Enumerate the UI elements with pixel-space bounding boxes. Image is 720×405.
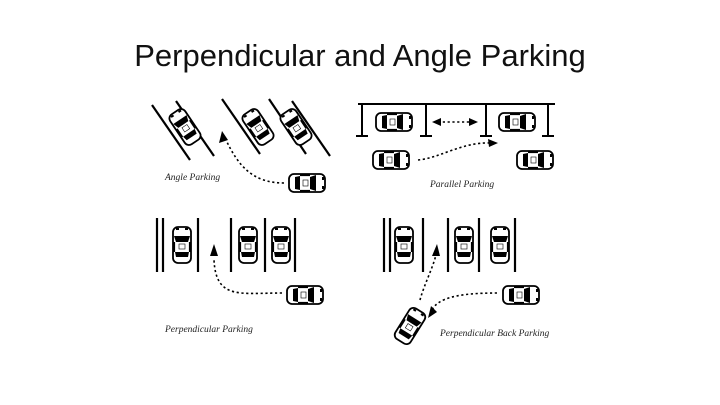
back-parked-car — [394, 226, 414, 264]
arrowhead-icon — [219, 131, 228, 143]
angle-parking-caption: Angle Parking — [164, 173, 220, 183]
arrowhead-icon — [432, 118, 441, 126]
back-reversing-car — [391, 305, 429, 347]
back-entry-path — [419, 254, 437, 301]
angle-parked-car — [166, 106, 204, 148]
perp-parked-car — [238, 226, 258, 264]
back-parked-car — [454, 226, 474, 264]
angle-stall-line — [221, 98, 261, 155]
back-reverse-path — [431, 292, 498, 311]
parallel-approaching-car — [372, 150, 410, 170]
slide-title: Perpendicular and Angle Parking — [134, 38, 586, 73]
parallel-parked-car — [498, 112, 536, 132]
angle-maneuver-path — [225, 139, 285, 184]
arrowhead-icon — [432, 244, 440, 256]
back-parking-section: Perpendicular Back Parking — [382, 218, 549, 347]
angle-stall-line — [291, 100, 331, 157]
parallel-maneuver-path — [417, 142, 491, 161]
back-parked-car — [490, 226, 510, 264]
perp-parked-car — [172, 226, 192, 264]
arrowhead-icon — [428, 306, 437, 318]
perp-approaching-car — [286, 285, 324, 305]
angle-stall-line — [151, 104, 191, 161]
parallel-approaching-car — [516, 150, 554, 170]
back-approaching-car — [502, 285, 540, 305]
arrowhead-icon — [469, 118, 478, 126]
perpendicular-parking-caption: Perpendicular Parking — [164, 325, 253, 335]
parallel-parked-car — [375, 112, 413, 132]
perpendicular-parking-section: Perpendicular Parking — [155, 218, 324, 335]
back-parking-caption: Perpendicular Back Parking — [439, 329, 549, 339]
arrowhead-icon — [210, 244, 218, 256]
parallel-parking-caption: Parallel Parking — [429, 180, 494, 190]
arrowhead-icon — [488, 139, 498, 147]
angle-parked-car — [239, 106, 277, 148]
parallel-parking-section: Parallel Parking — [356, 103, 555, 190]
angle-parked-car — [277, 106, 315, 148]
angle-parking-section: Angle Parking — [151, 98, 331, 193]
angle-approaching-car — [288, 173, 326, 193]
perp-maneuver-path — [213, 259, 283, 295]
perp-parked-car — [271, 226, 291, 264]
